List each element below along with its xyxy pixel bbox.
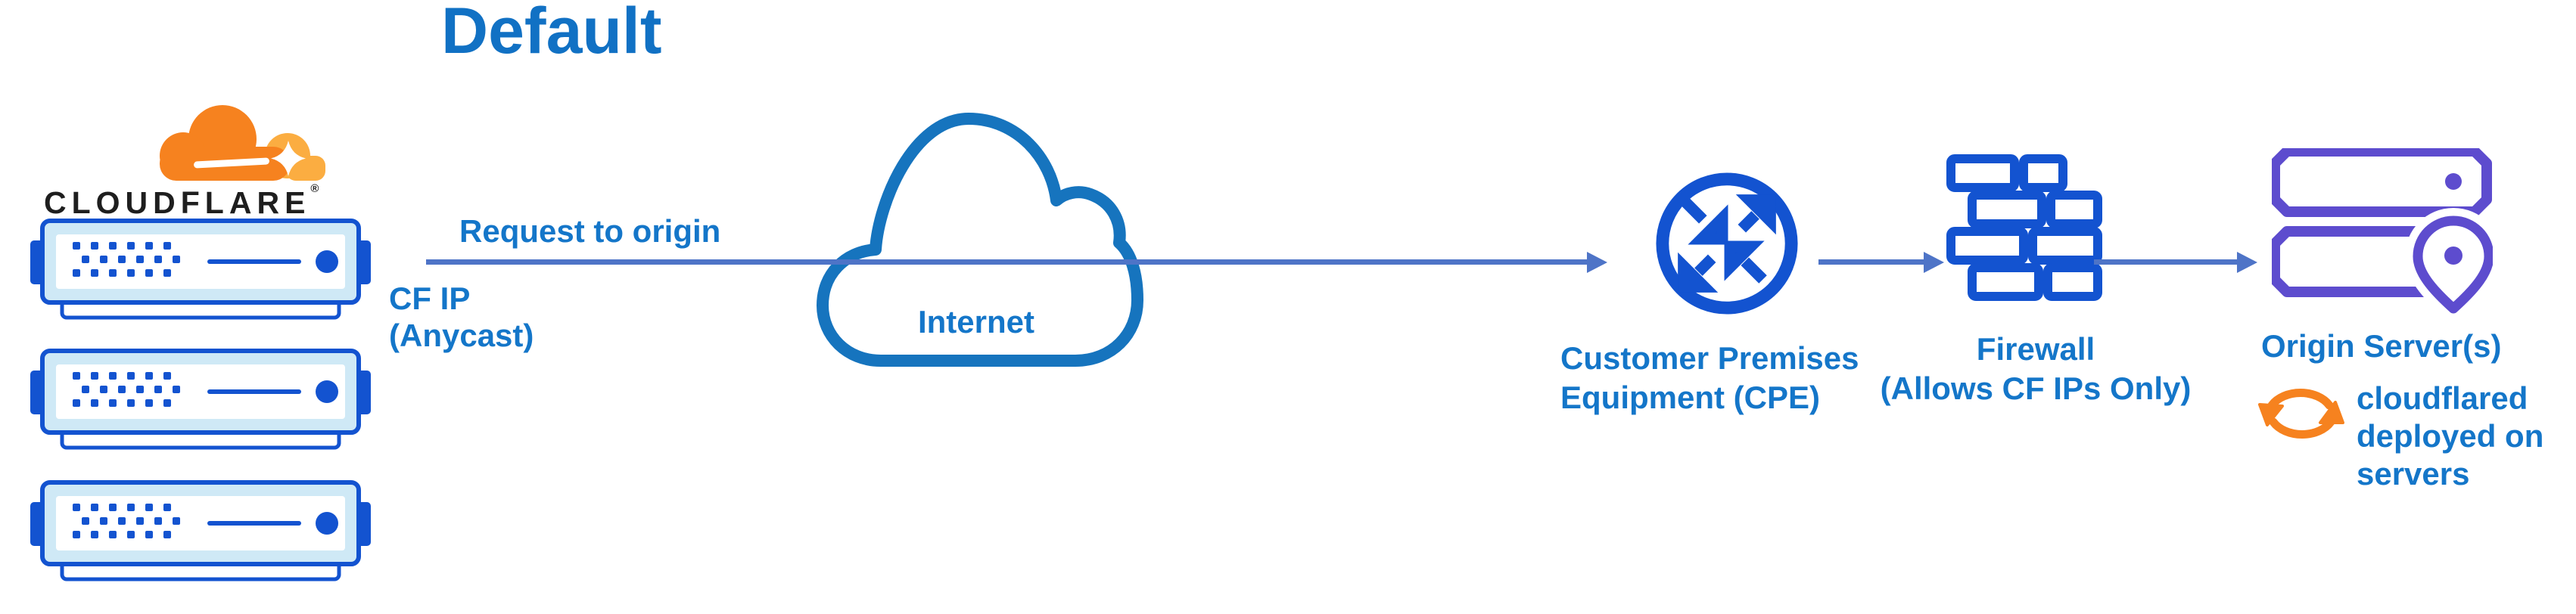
firewall-origin-edge-line [2094,259,2238,265]
cpe-label-line2: Equipment (CPE) [1560,380,1820,415]
cf-ip-anycast-label: CF IP (Anycast) [389,280,534,354]
cloudflared-note-line2: deployed on [2357,418,2544,454]
request-edge-line [426,259,1588,265]
cpe-firewall-edge-line [1818,259,1924,265]
cf-ip-line: CF IP [389,281,471,316]
cpe-label: Customer Premises Equipment (CPE) [1560,339,1859,417]
registered-mark: ® [310,182,319,195]
page-title: Default [441,0,662,67]
sync-icon [2258,389,2344,439]
firewall-label: Firewall (Allows CF IPs Only) [1877,330,2195,408]
firewall-label-line2: (Allows CF IPs Only) [1880,371,2192,406]
cpe-firewall-arrowhead-icon [1924,252,1944,273]
edge-server-icon-1 [30,218,371,324]
cloudflared-note: cloudflared deployed on servers [2357,380,2543,493]
firewall-label-line1: Firewall [1976,331,2095,367]
origin-servers-label: Origin Server(s) [2261,328,2502,364]
brand-name: CLOUDFLARE [44,185,311,220]
cpe-label-line1: Customer Premises [1560,340,1859,376]
origin-servers-icon [2272,148,2493,319]
cloudflared-note-line1: cloudflared [2357,380,2528,416]
firewall-origin-arrowhead-icon [2237,252,2257,273]
request-to-origin-label: Request to origin [459,213,721,249]
internet-label: Internet [917,304,1034,340]
internet-cloud-icon [817,113,1143,367]
cloudflare-brand-text: CLOUDFLARE® [44,182,319,221]
cloudflare-logo-icon [160,105,325,181]
cloudflared-note-line3: servers [2357,456,2470,492]
cpe-router-icon [1656,172,1798,315]
edge-server-icon-3 [30,479,371,585]
request-edge-arrowhead-icon [1587,252,1607,273]
firewall-icon [1946,154,2102,301]
edge-server-icon-2 [30,348,371,454]
anycast-line: (Anycast) [389,318,534,353]
location-pin-icon [2405,208,2493,319]
